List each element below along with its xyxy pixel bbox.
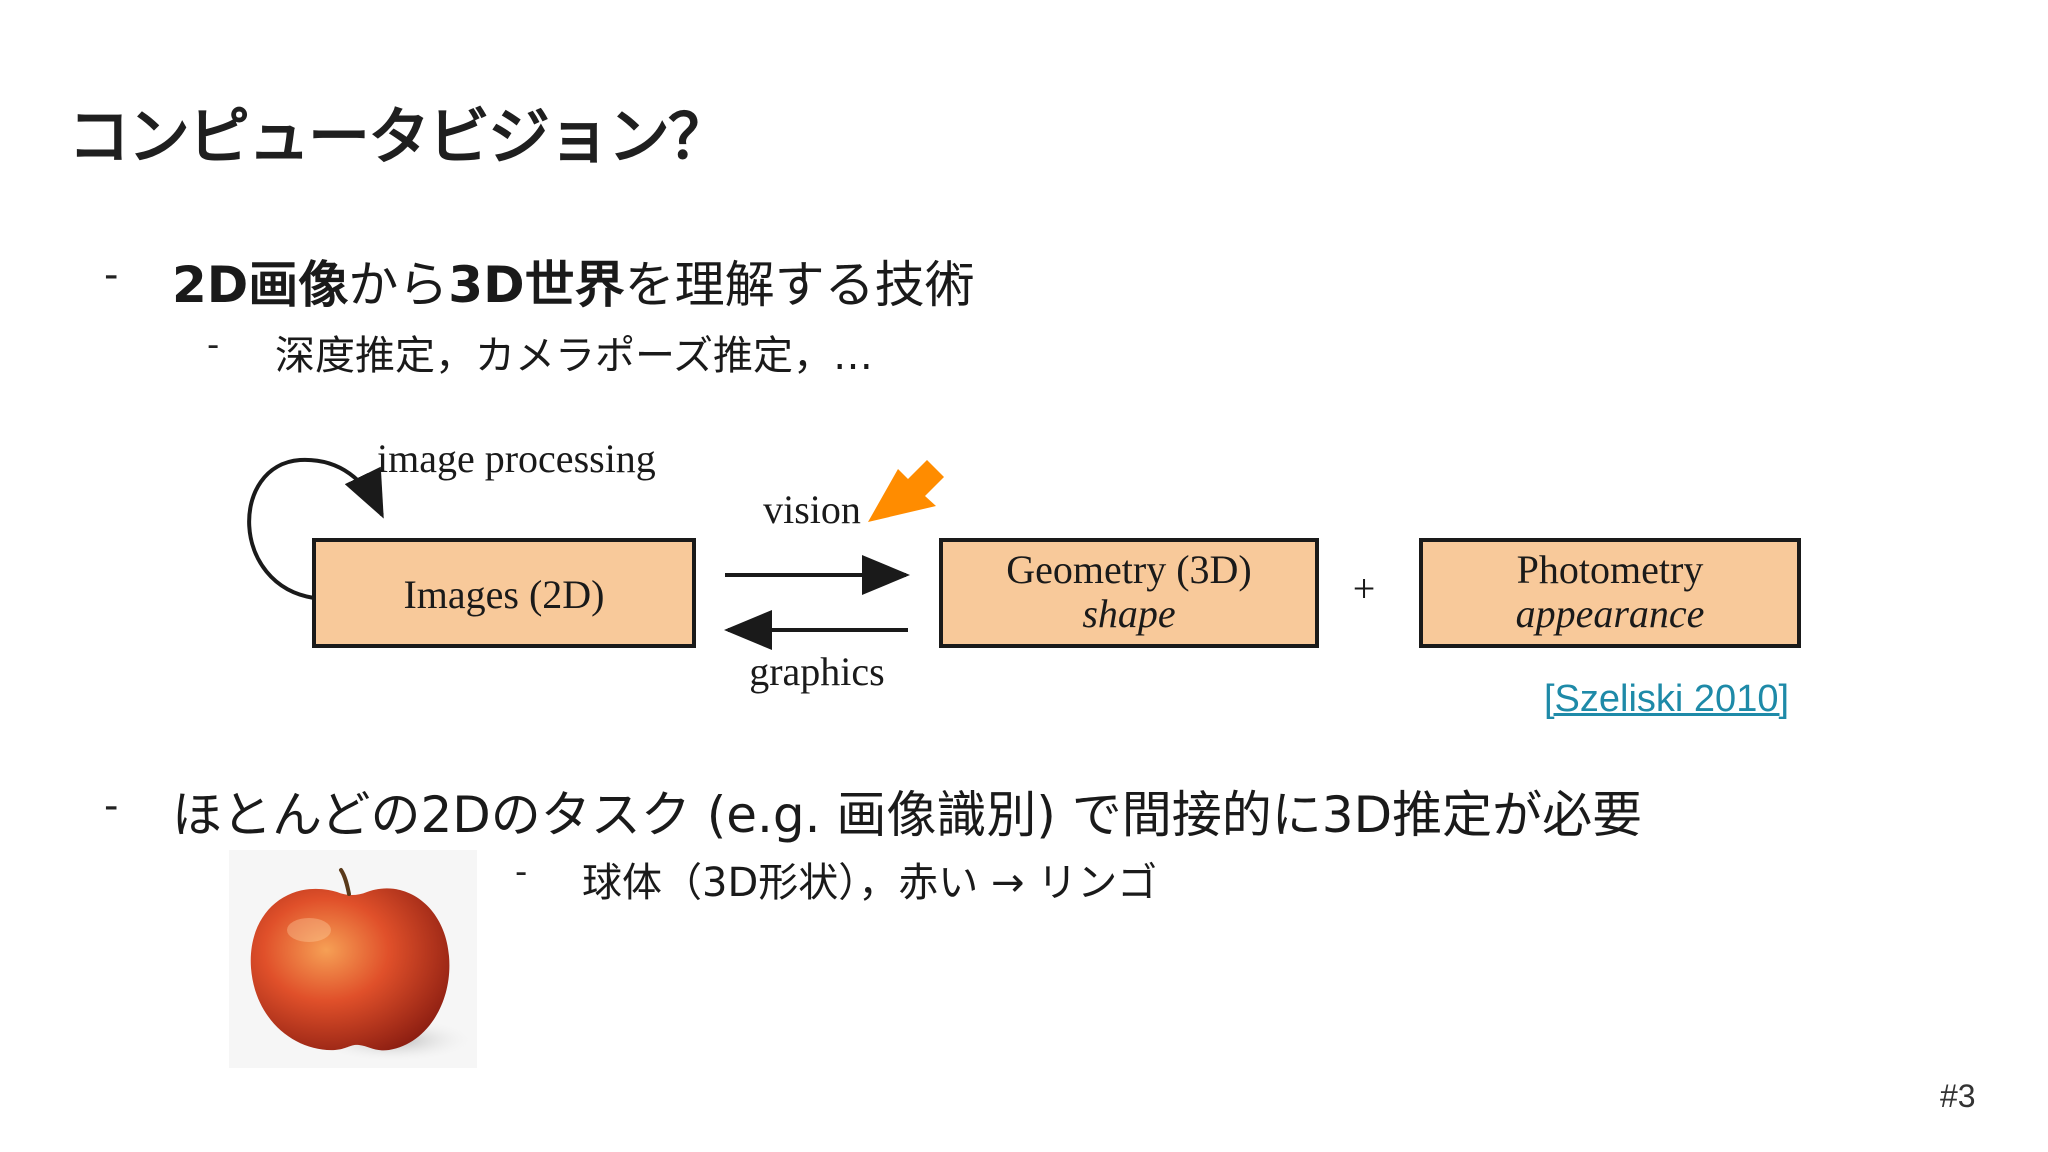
geometry-box [939, 538, 1319, 648]
page-number: #3 [1940, 1078, 1976, 1114]
sub-bullet-apple: 球体（3D形状），赤い → リンゴ [582, 860, 1158, 906]
photometry-sub-label: appearance [1516, 591, 1705, 636]
geometry-sub-label: shape [1082, 591, 1175, 636]
vision-label: vision [763, 487, 861, 532]
bullet-computer-vision-definition: 2D画像から3D世界を理解する技術 [172, 245, 975, 317]
photometry-box [1419, 538, 1801, 648]
images-box [312, 538, 696, 648]
photometry-label: Photometry [1517, 547, 1704, 592]
loop-arrow-icon [247, 457, 384, 600]
loop-label: image processing [377, 436, 656, 481]
vision-graphics-diagram: image processing Images (2D) vision grap… [247, 436, 1801, 694]
images-label: Images (2D) [403, 572, 604, 617]
sub-bullet-examples: 深度推定，カメラポーズ推定，… [275, 333, 873, 379]
bullet-text: から [348, 256, 449, 314]
bullet-dash: - [104, 783, 119, 829]
citation-link[interactable]: [Szeliski 2010] [1544, 678, 1790, 720]
orange-pointer-arrow-icon [868, 460, 944, 522]
sub-bullet-dash: - [207, 325, 220, 365]
graphics-label: graphics [749, 649, 885, 694]
apple-image [229, 850, 477, 1068]
bullet-dash: - [104, 252, 119, 298]
geometry-label: Geometry (3D) [1006, 547, 1251, 592]
bullet-bold-2d-image: 2D画像 [172, 256, 349, 314]
sub-bullet-dash: - [515, 852, 528, 892]
bullet-bold-3d-world: 3D世界 [448, 256, 625, 314]
bullet-text: を理解する技術 [624, 256, 975, 314]
plus-sign: + [1353, 566, 1376, 611]
slide-title: コンピュータビジョン？ [68, 100, 730, 173]
bullet-2d-tasks: ほとんどの2Dのタスク (e.g. 画像識別) で間接的に3D推定が必要 [172, 786, 1643, 844]
